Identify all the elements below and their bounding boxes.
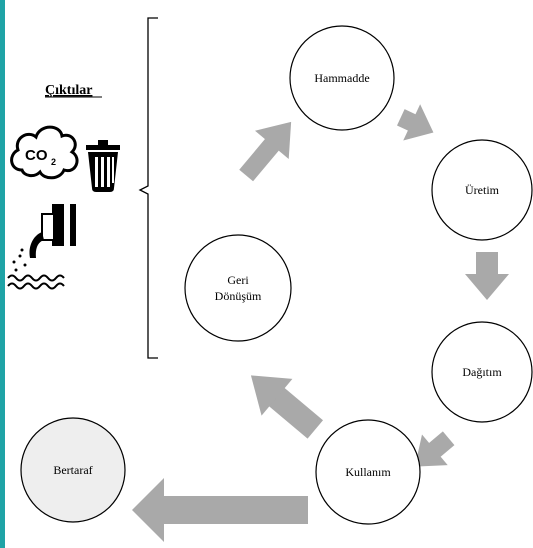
arrow-recycling-to-raw-material xyxy=(239,121,292,182)
node-raw-material: Hammadde xyxy=(289,25,395,131)
node-distribution-label: Dağıtım xyxy=(462,365,502,379)
node-recycling-label-line1: Geri xyxy=(227,273,249,287)
node-production-label: Üretim xyxy=(465,183,500,197)
node-disposal: Bertaraf xyxy=(20,417,126,523)
node-usage: Kullanım xyxy=(315,419,421,525)
co2-subscript: 2 xyxy=(51,157,56,167)
arrow-raw-material-to-production xyxy=(397,104,434,141)
trash-bin-icon xyxy=(86,140,120,192)
arrow-distribution-to-usage xyxy=(414,431,455,467)
node-raw-material-label: Hammadde xyxy=(314,71,369,85)
outputs-bracket xyxy=(138,17,158,359)
arrow-usage-to-recycling xyxy=(250,375,323,439)
node-recycling-label-line2: Dönüşüm xyxy=(215,289,262,303)
co2-cloud-icon: CO 2 xyxy=(10,125,79,180)
accent-bar xyxy=(0,0,5,548)
waste-pipe-icon xyxy=(7,204,76,290)
node-production: Üretim xyxy=(431,139,533,241)
node-usage-label: Kullanım xyxy=(345,465,391,479)
arrow-usage-to-disposal xyxy=(132,478,308,542)
outputs-title: Çıktılar xyxy=(45,83,92,98)
node-recycling: Geri Dönüşüm xyxy=(184,234,292,342)
arrow-production-to-distribution xyxy=(465,252,509,300)
node-distribution: Dağıtım xyxy=(431,321,533,423)
co2-text: CO xyxy=(25,147,48,164)
node-disposal-label: Bertaraf xyxy=(53,463,92,477)
